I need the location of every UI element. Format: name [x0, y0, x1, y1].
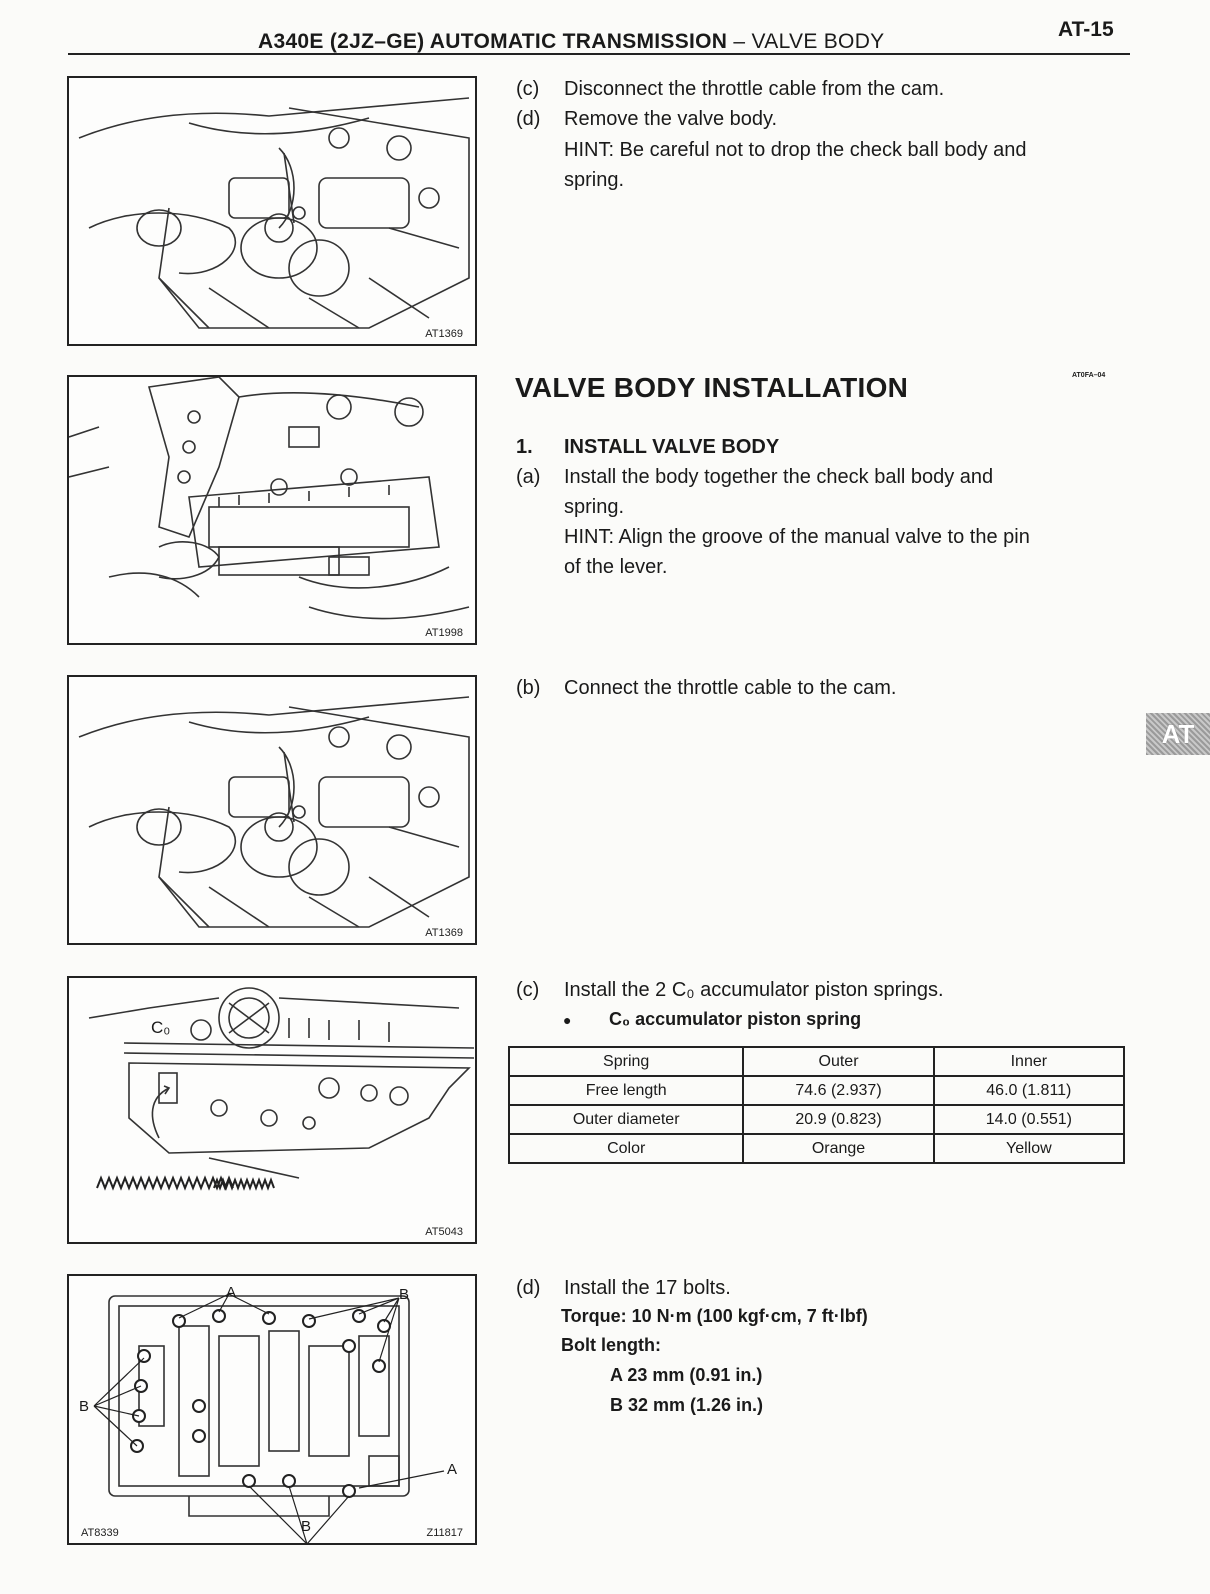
figure-throttle-cable-disconnect: AT1369	[67, 76, 477, 346]
bolt-label-b-bottom: B	[301, 1518, 312, 1535]
step-mark: (c)	[516, 979, 540, 1001]
header-title-dash: –	[727, 30, 752, 53]
hint-align-1: HINT: Align the groove of the manual val…	[564, 526, 1030, 548]
step-mark: (c)	[516, 78, 540, 100]
table-header-row: Spring Outer Inner	[507, 1046, 1126, 1077]
figure-bolt-locations: A B B A B AT8339 Z11817	[67, 1274, 477, 1545]
step-c-disconnect: (c) Disconnect the throttle cable from th…	[516, 74, 944, 104]
table-cell: Outer diameter	[507, 1104, 745, 1135]
step-text: Install the 17 bolts.	[564, 1277, 731, 1299]
figure-code: AT1369	[425, 927, 463, 939]
figure-throttle-cable-connect: AT1369	[67, 675, 477, 945]
table-row: Color Orange Yellow	[507, 1133, 1126, 1164]
spring-spec-table: Spring Outer Inner Free length 74.6 (2.9…	[507, 1046, 1126, 1164]
figure-code: AT1998	[425, 627, 463, 639]
figure-code: AT5043	[425, 1226, 463, 1238]
bullet-line: ● C₀ accumulator piston spring	[563, 1004, 861, 1035]
page-header-title: A340E (2JZ–GE) AUTOMATIC TRANSMISSION – …	[258, 30, 884, 54]
step-1-title: 1. INSTALL VALVE BODY	[516, 432, 779, 462]
step-number: 1.	[516, 436, 533, 458]
table-row: Free length 74.6 (2.937) 46.0 (1.811)	[507, 1075, 1126, 1106]
valve-body-illustration	[69, 377, 470, 620]
table-cell: Free length	[507, 1075, 745, 1106]
figure-accumulator-springs: C₀ AT5043	[67, 976, 477, 1244]
throttle-cable-illustration	[78, 97, 470, 329]
table-cell: 14.0 (0.551)	[932, 1104, 1126, 1135]
page-number: AT-15	[1058, 18, 1114, 41]
header-title-sub: VALVE BODY	[751, 30, 885, 53]
hint-line-1: HINT: Be careful not to drop the check b…	[564, 139, 1027, 161]
step-text: Disconnect the throttle cable from the c…	[564, 78, 945, 100]
table-cell: Color	[507, 1133, 745, 1164]
table-header-cell: Outer	[742, 1046, 935, 1077]
figure-valve-body-install: AT1998	[67, 375, 477, 645]
section-side-tab: AT	[1146, 713, 1210, 755]
step-text: Connect the throttle cable to the cam.	[564, 677, 897, 699]
figure-code: AT1369	[425, 328, 463, 340]
bolt-label-a-right: A	[447, 1461, 458, 1478]
figure-code: Z11817	[426, 1527, 464, 1539]
c0-label: C₀	[151, 1018, 171, 1037]
throttle-cable-illustration	[78, 696, 470, 928]
step-mark: (d)	[516, 1277, 541, 1299]
step-d-install-bolts: (d) Install the 17 bolts.	[516, 1273, 731, 1303]
bolt-a-length: A 23 mm (0.91 in.)	[610, 1365, 763, 1385]
step-b-connect: (b) Connect the throttle cable to the cam…	[516, 673, 896, 703]
table-cell: 20.9 (0.823)	[742, 1104, 935, 1135]
step-d-remove: (d) Remove the valve body.	[516, 104, 777, 134]
step-mark: (d)	[516, 108, 541, 130]
step-text: Install the 2 C₀ accumulator piston spri…	[564, 979, 944, 1001]
bolt-label-a-top: A	[226, 1284, 237, 1301]
figure-code-left: AT8339	[81, 1527, 119, 1539]
table-header-cell: Spring	[507, 1046, 745, 1077]
step-a-install: (a) Install the body together the check b…	[516, 462, 993, 492]
bolt-location-diagram	[93, 1293, 445, 1543]
step-text: Remove the valve body.	[564, 108, 778, 130]
table-cell: Orange	[742, 1133, 935, 1164]
step-text: Install the body together the check ball…	[564, 466, 994, 488]
table-row: Outer diameter 20.9 (0.823) 14.0 (0.551)	[507, 1104, 1126, 1135]
step-mark: (b)	[516, 677, 541, 699]
step-1-text: INSTALL VALVE BODY	[564, 436, 780, 458]
header-rule	[68, 53, 1130, 55]
header-title-main: A340E (2JZ–GE) AUTOMATIC TRANSMISSION	[258, 30, 728, 53]
accumulator-spring-illustration	[88, 987, 475, 1191]
bolt-label-b-top: B	[399, 1286, 410, 1303]
bullet-icon: ●	[563, 1012, 572, 1028]
bolt-label-b-left: B	[79, 1398, 90, 1415]
section-title: VALVE BODY INSTALLATION	[515, 372, 909, 403]
hint-line-2: spring.	[564, 169, 625, 191]
step-mark: (a)	[516, 466, 541, 488]
step-a-line-2: spring.	[564, 496, 625, 518]
section-code: AT0FA–04	[1072, 372, 1106, 379]
step-c-install-springs: (c) Install the 2 C₀ accumulator piston s…	[516, 975, 944, 1005]
table-cell: 74.6 (2.937)	[742, 1075, 935, 1106]
torque-spec: Torque: 10 N·m (100 kgf·cm, 7 ft·lbf)	[561, 1306, 868, 1326]
table-cell: Yellow	[932, 1133, 1126, 1164]
bullet-text: C₀ accumulator piston spring	[609, 1009, 862, 1029]
table-cell: 46.0 (1.811)	[932, 1075, 1126, 1106]
bolt-length-label: Bolt length:	[561, 1335, 661, 1355]
hint-align-2: of the lever.	[564, 556, 668, 578]
bolt-b-length: B 32 mm (1.26 in.)	[610, 1395, 764, 1415]
table-header-cell: Inner	[932, 1046, 1126, 1077]
